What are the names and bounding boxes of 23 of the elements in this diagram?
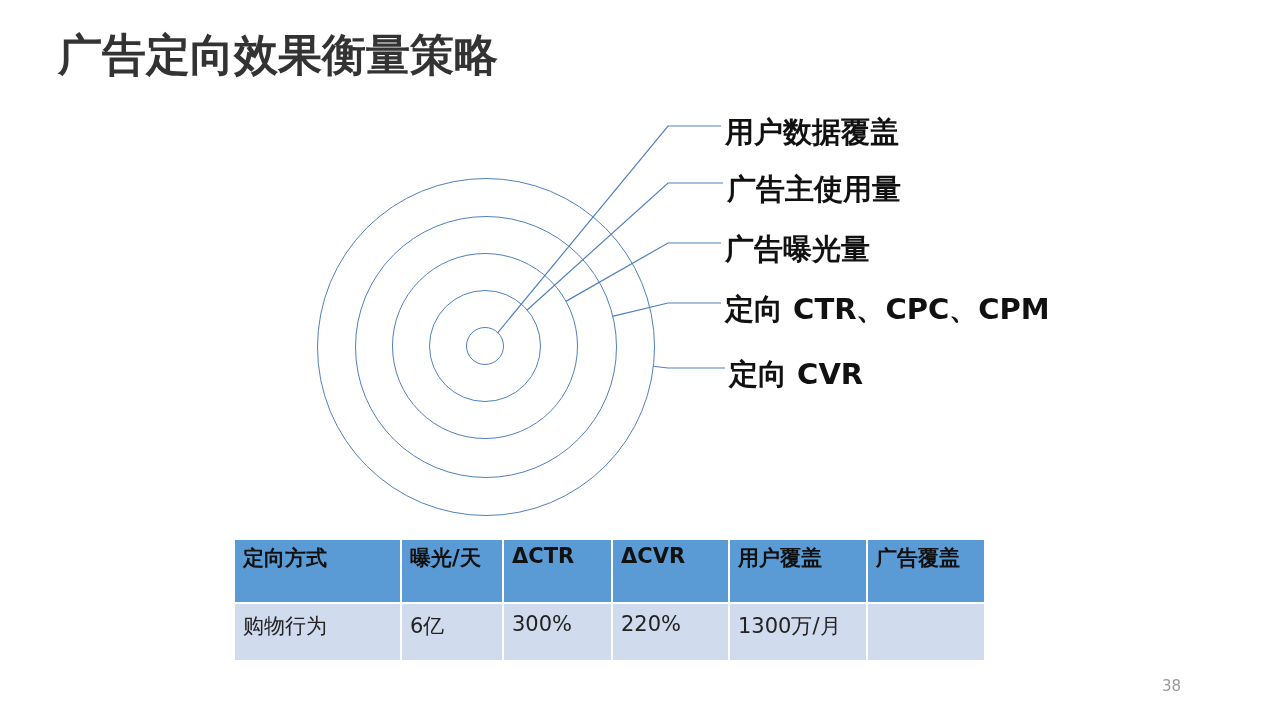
ring-label: 定向 CVR — [729, 356, 864, 392]
leader-line — [652, 365, 726, 369]
ring-label: 广告主使用量 — [727, 171, 901, 207]
table-header-cell: ΔCTR — [503, 539, 612, 603]
table-cell: 1300万/月 — [729, 603, 867, 661]
table-cell: 300% — [503, 603, 612, 661]
table-cell: 220% — [612, 603, 729, 661]
table-header-cell: 曝光/天 — [401, 539, 503, 603]
table-header-cell: 广告覆盖 — [867, 539, 985, 603]
ring-label: 广告曝光量 — [725, 231, 870, 267]
table-header-cell: 用户覆盖 — [729, 539, 867, 603]
ring-label: 定向 CTR、CPC、CPM — [725, 291, 1050, 327]
slide-title: 广告定向效果衡量策略 — [58, 28, 498, 82]
leader-line — [526, 182, 724, 311]
table-cell: 6亿 — [401, 603, 503, 661]
ring-label: 用户数据覆盖 — [725, 114, 899, 150]
table-header-cell: 定向方式 — [234, 539, 401, 603]
table-cell: 购物行为 — [234, 603, 401, 661]
leader-line — [565, 242, 722, 302]
leader-line — [611, 302, 722, 318]
leader-line — [496, 125, 722, 334]
page-number: 38 — [1162, 677, 1182, 695]
table-header-cell: ΔCVR — [612, 539, 729, 603]
